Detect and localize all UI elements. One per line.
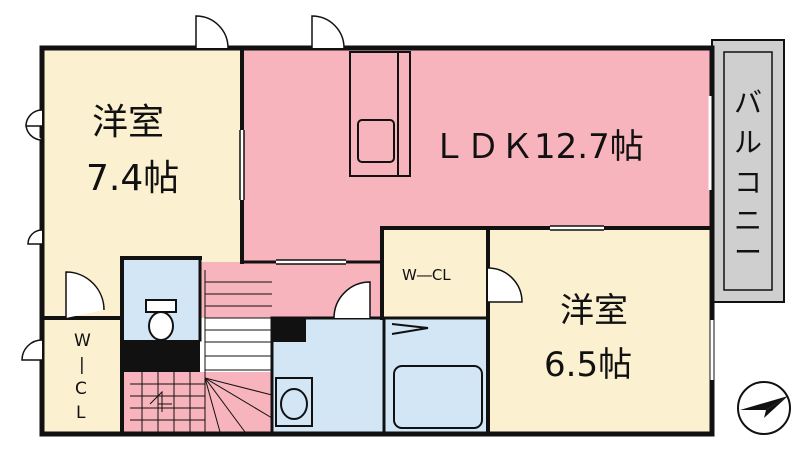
toilet-fixture (145, 299, 177, 341)
wcl-small-fill (384, 228, 488, 318)
balcony-label: バ ル コ ニ ー (734, 86, 762, 269)
ldk-fill (242, 50, 712, 262)
bath-fill (384, 318, 488, 432)
western-room-2-fill (488, 228, 712, 432)
north-arrow-icon (737, 381, 791, 435)
western-room-1-name: 洋室 (92, 102, 164, 143)
balcony-char: バ (734, 86, 762, 119)
balcony-char: ー (734, 236, 762, 269)
western-room-2-name: 洋室 (560, 291, 628, 331)
balcony-char: ニ (734, 204, 762, 237)
stair-fill (122, 372, 272, 432)
windows (239, 96, 714, 380)
washbasin-fixture (275, 377, 313, 427)
western-room-1-size: 7.4帖 (86, 158, 179, 199)
stairs (130, 270, 273, 433)
wcl-vertical-label: W | C L (74, 331, 91, 423)
wcl-vertical-char: C (75, 379, 87, 399)
western-room-2-size: 6.5帖 (544, 345, 632, 385)
ldk-label: ＬＤＫ12.7帖 (432, 127, 644, 167)
wcl-vertical-char: L (76, 403, 86, 423)
doors (21, 15, 523, 361)
wcl-left-fill (44, 318, 122, 432)
wcl-vertical-char: | (79, 355, 85, 375)
wcl-small-label: W―CL (402, 266, 451, 284)
balcony-char: ル (734, 126, 762, 159)
bathtub-fixture (391, 323, 483, 429)
balcony-char: コ (734, 166, 762, 199)
wcl-vertical-char: W (74, 331, 91, 351)
kitchen-counter (349, 51, 411, 177)
